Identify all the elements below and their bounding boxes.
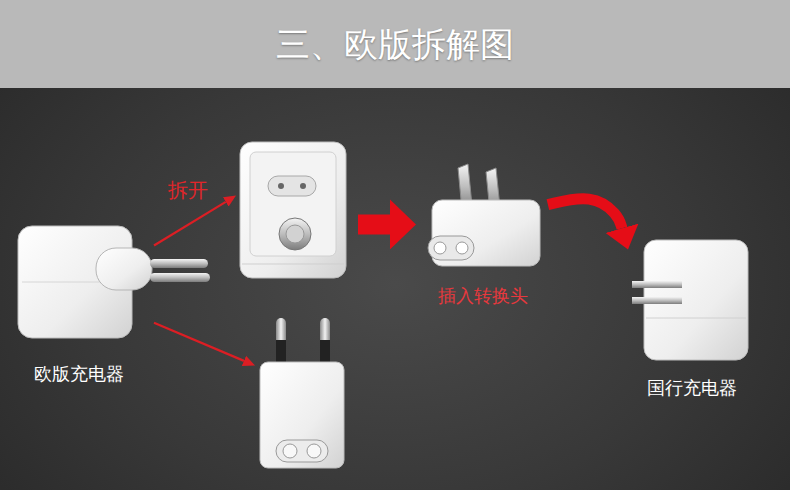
adapter-art-part bbox=[434, 242, 446, 254]
eu-charger-art-part bbox=[150, 259, 208, 268]
plug-adapter: 插入转换头 bbox=[422, 160, 544, 312]
title-banner: 三、欧版拆解图 bbox=[0, 0, 790, 88]
adapter-art-part bbox=[456, 242, 468, 254]
china-charger-art bbox=[632, 240, 748, 360]
opened-charger bbox=[236, 138, 348, 282]
china-charger: 国行充电器 bbox=[628, 236, 756, 404]
arrow-connector bbox=[154, 323, 244, 361]
eu-plug-art bbox=[260, 318, 344, 468]
opened-charger-art-part bbox=[240, 142, 346, 278]
opened-charger-art-part bbox=[278, 183, 284, 189]
eu-plug-art-part bbox=[276, 318, 286, 368]
caption: 欧版充电器 bbox=[34, 364, 124, 386]
opened-charger-art-part bbox=[268, 176, 316, 196]
opened-charger-art bbox=[240, 142, 346, 278]
eu-charger-art bbox=[18, 226, 210, 338]
eu-plug-art-part bbox=[283, 444, 297, 458]
eu-plug-part bbox=[255, 315, 347, 473]
eu-charger-art-part bbox=[150, 273, 210, 282]
arrow-connector bbox=[154, 202, 226, 246]
caption: 国行充电器 bbox=[647, 378, 737, 400]
caption: 插入转换头 bbox=[438, 286, 528, 308]
eu-charger: 欧版充电器 bbox=[4, 222, 154, 390]
eu-charger-art-part bbox=[96, 248, 152, 290]
opened-charger-art-part bbox=[242, 264, 344, 265]
edge-label: 拆开 bbox=[168, 178, 208, 202]
opened-charger-art-part bbox=[250, 152, 336, 256]
adapter-art-part bbox=[428, 236, 474, 260]
eu-plug-art-part bbox=[307, 444, 321, 458]
curved-arrow bbox=[548, 199, 622, 229]
eu-plug-art-part bbox=[320, 318, 330, 368]
opened-charger-art-part bbox=[286, 225, 304, 243]
china-charger-art-part bbox=[646, 318, 746, 319]
eu-plug-art-part bbox=[276, 440, 328, 462]
opened-charger-art-part bbox=[279, 218, 311, 250]
opened-charger-art-part bbox=[300, 183, 306, 189]
china-charger-art-part bbox=[632, 281, 682, 288]
china-charger-art-part bbox=[632, 297, 682, 304]
eu-plug-art-part bbox=[260, 362, 344, 468]
adapter-art bbox=[428, 164, 540, 266]
block-arrow bbox=[358, 214, 390, 234]
title: 三、欧版拆解图 bbox=[276, 24, 514, 65]
